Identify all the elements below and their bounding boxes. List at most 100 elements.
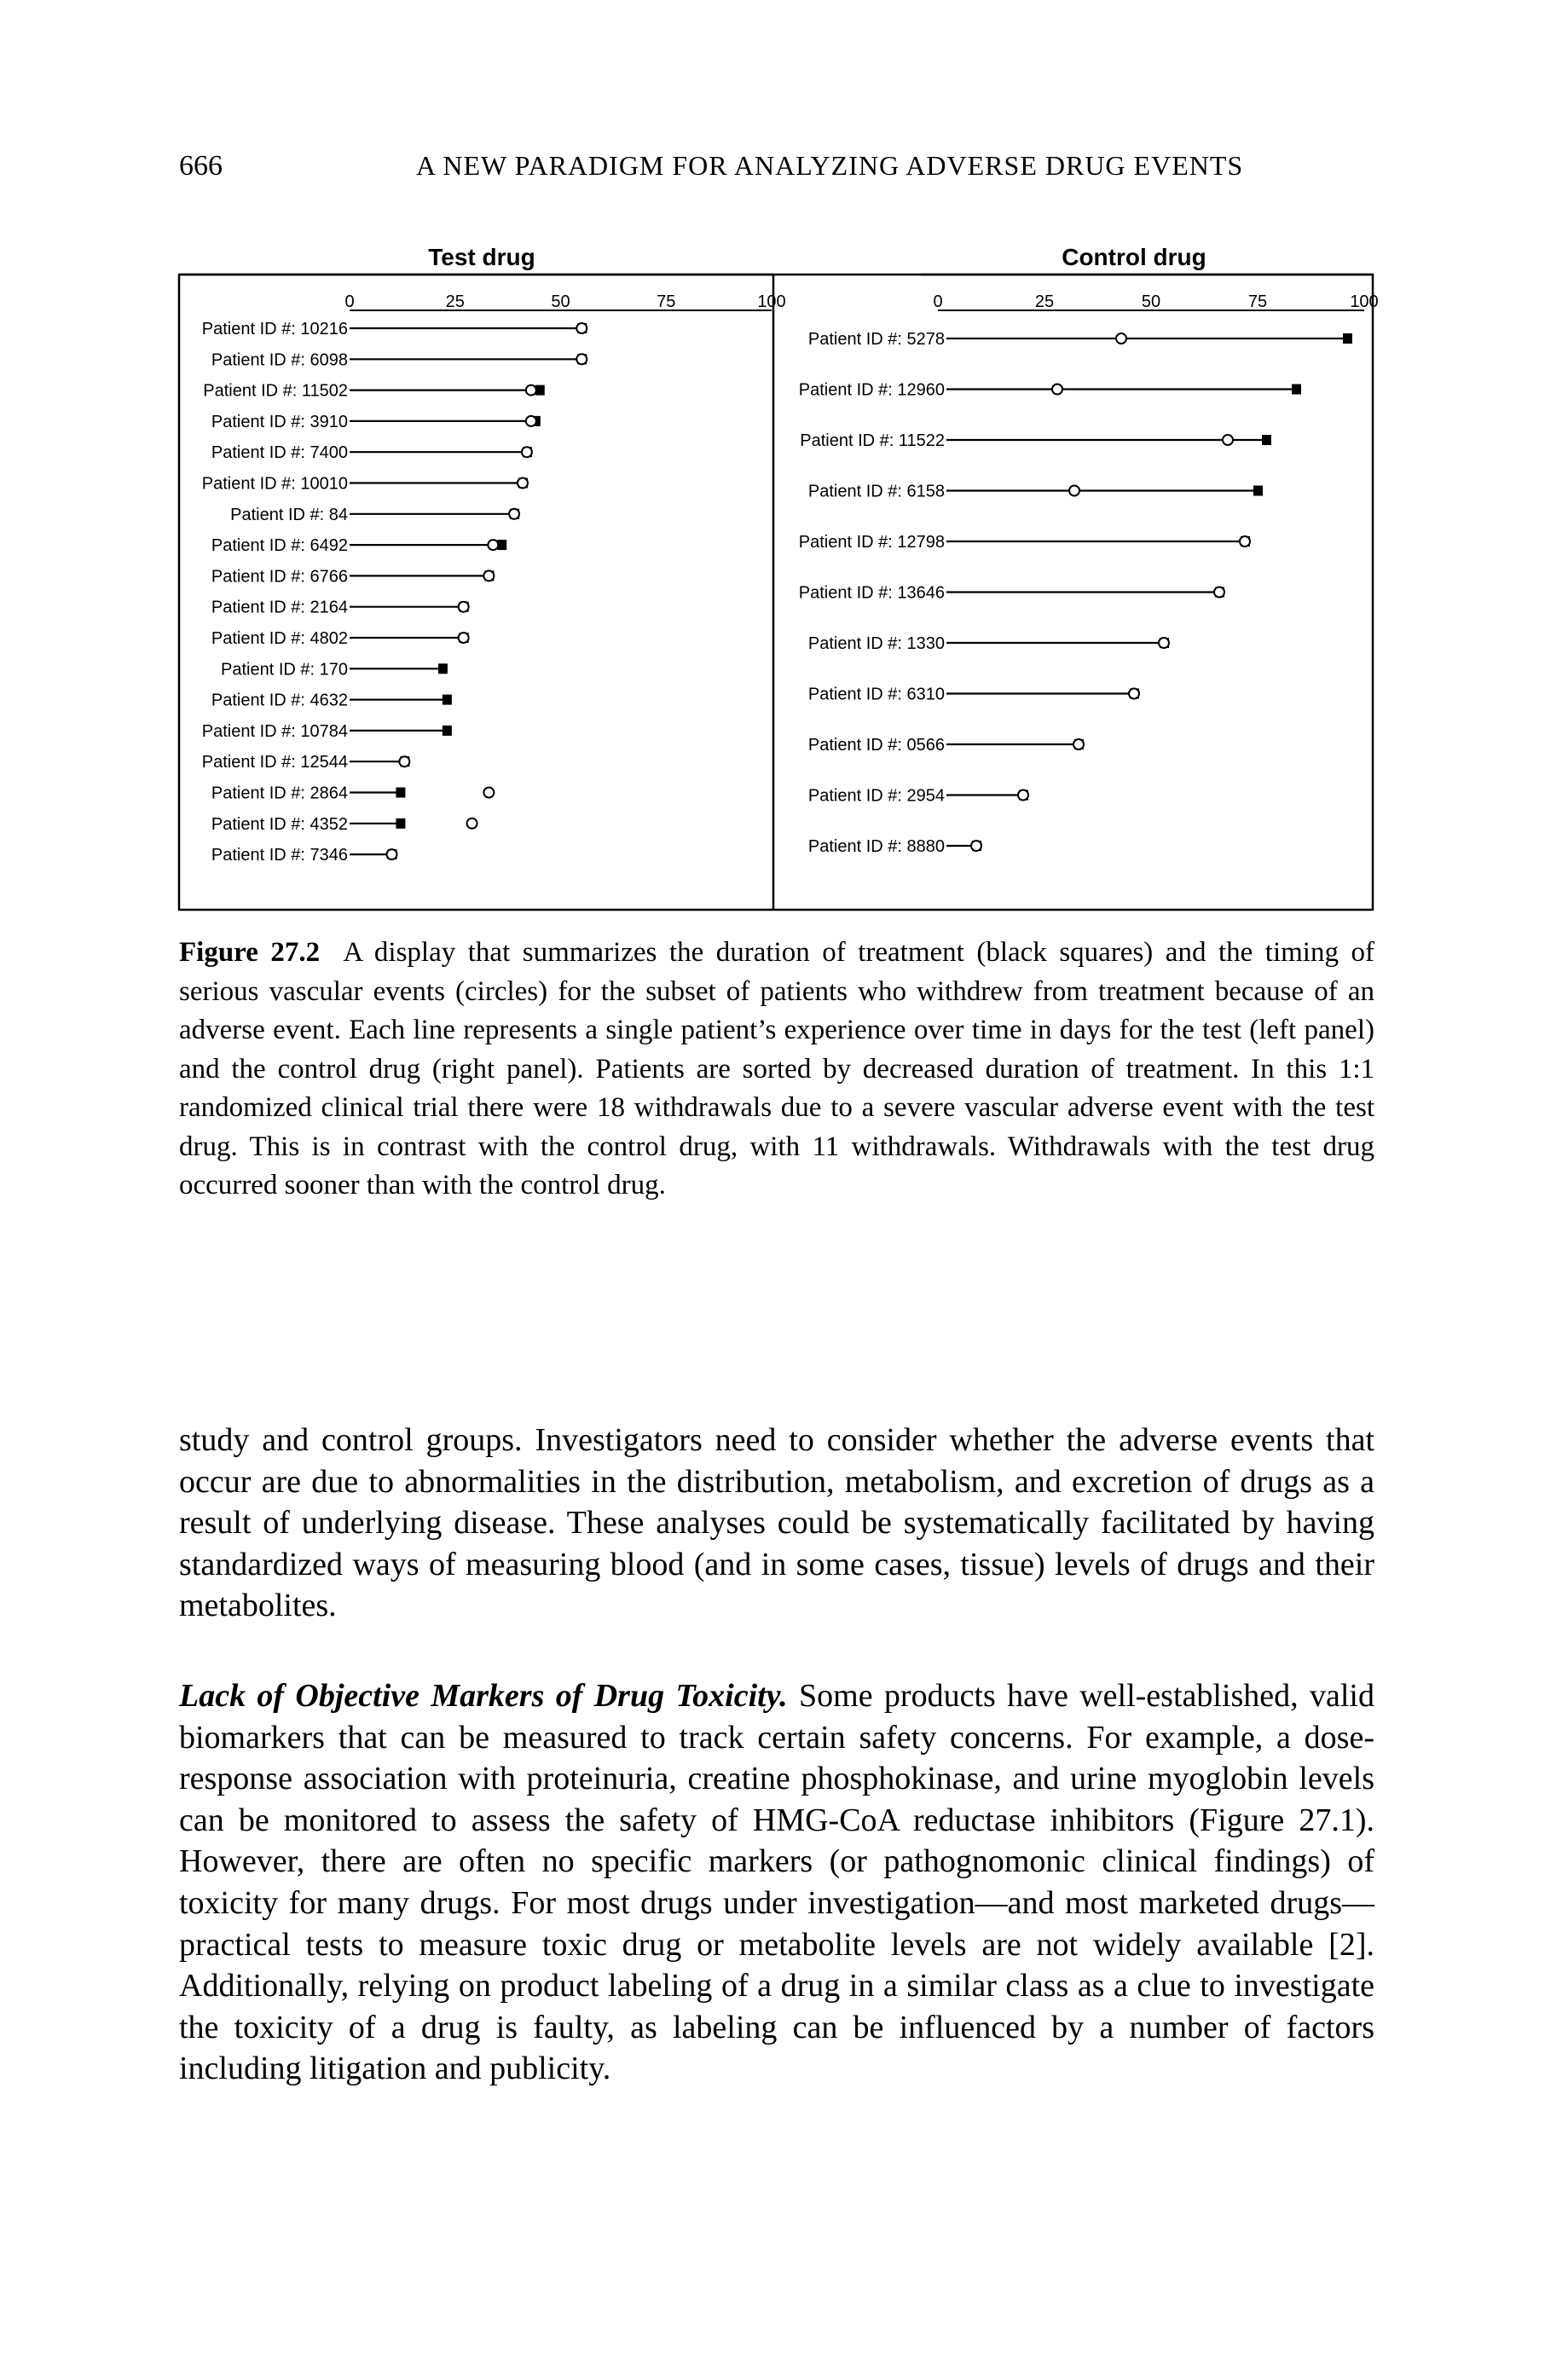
control-drug-patient-label: Patient ID #: 5278 [808,330,945,349]
test-drug-tick-label: 25 [446,292,465,311]
test-drug-panel: Test drug 0 25 50 75 100 Patient ID #: 10216… [179,244,786,865]
control-drug-patient-row: Patient ID #: 6158 [808,483,1263,501]
test-drug-end-square [535,385,545,396]
control-drug-event-circle [1128,687,1140,700]
test-drug-patient-row: Patient ID #: 2864 [211,784,495,803]
running-title: A NEW PARADIGM FOR ANALYZING ADVERSE DRU… [416,150,1244,181]
test-drug-patient-label: Patient ID #: 4632 [211,691,348,710]
test-drug-event-circle [524,384,537,396]
control-drug-patient-label: Patient ID #: 11522 [800,431,945,450]
test-drug-event-circle [385,848,398,861]
control-drug-title: Control drug [1062,244,1206,270]
test-drug-patient-row: Patient ID #: 4352 [211,815,478,834]
control-drug-patient-label: Patient ID #: 0566 [808,736,945,755]
control-drug-end-square [1253,485,1263,496]
test-drug-patient-label: Patient ID #: 10784 [202,722,348,741]
control-drug-patient-label: Patient ID #: 8880 [808,837,945,856]
test-drug-event-circle [457,632,470,644]
caption-text: A display that summarizes the duration o… [179,937,1374,1200]
figure-label: Figure 27.2 [179,937,321,968]
figure-frame [177,273,1374,911]
control-drug-event-circle [1213,586,1225,599]
control-drug-end-square [1343,333,1352,344]
test-drug-patient-label: Patient ID #: 3910 [211,413,348,431]
control-drug-event-circle [1068,484,1080,497]
test-drug-tick-label: 50 [551,292,570,311]
control-drug-patient-row: Patient ID #: 1330 [808,634,1170,653]
control-drug-event-circle [1158,637,1170,649]
test-drug-tick-label: 0 [344,292,354,311]
figure-caption: Figure 27.2 A display that summarizes th… [179,934,1374,1206]
test-drug-patient-label: Patient ID #: 170 [221,660,348,679]
control-drug-patient-label: Patient ID #: 12798 [799,533,945,552]
test-drug-patient-row: Patient ID #: 170 [221,660,448,679]
test-drug-end-square [396,818,406,829]
control-drug-tick-label: 100 [1350,292,1378,311]
test-drug-patient-label: Patient ID #: 10010 [202,475,348,494]
test-drug-end-square [437,663,448,674]
test-drug-patient-row: Patient ID #: 12544 [202,753,411,772]
test-drug-patient-label: Patient ID #: 11502 [203,382,348,401]
test-drug-event-circle [398,755,411,768]
control-drug-end-square [1262,435,1271,445]
test-drug-patient-row: Patient ID #: 2164 [211,599,470,617]
test-drug-event-circle [520,446,533,459]
control-drug-event-circle [1239,535,1251,547]
test-drug-patient-label: Patient ID #: 4352 [211,815,348,834]
control-drug-event-circle [1115,333,1127,344]
test-drug-tick-label: 75 [657,292,675,311]
test-drug-event-circle [516,477,529,489]
control-drug-tick-label: 25 [1035,292,1054,311]
body-paragraph-2-text: Some products have well-established, val… [179,1678,1374,2087]
control-drug-patient-label: Patient ID #: 12960 [799,381,945,400]
test-drug-ticks: 0 25 50 75 100 [344,292,785,311]
control-drug-patient-label: Patient ID #: 2954 [808,787,945,806]
control-drug-patient-row: Patient ID #: 2954 [808,787,1029,806]
test-drug-patient-row: Patient ID #: 4632 [211,691,452,710]
test-drug-title: Test drug [428,244,535,270]
figure-27-2: Test drug 0 25 50 75 100 Patient ID #: 10216… [177,244,1379,911]
test-drug-event-circle [508,507,521,520]
body-paragraph-2: Lack of Objective Markers of Drug Toxici… [179,1675,1374,2090]
page-header: 666 A NEW PARADIGM FOR ANALYZING ADVERSE… [179,150,1407,193]
test-drug-event-circle [487,539,500,552]
test-drug-patient-row: Patient ID #: 84 [230,506,521,524]
test-drug-patient-label: Patient ID #: 10216 [202,320,348,338]
control-drug-patient-label: Patient ID #: 6310 [808,686,945,704]
body-paragraph-1: study and control groups. Investigators … [179,1422,1374,1624]
test-drug-event-circle [466,817,478,830]
test-drug-patient-row: Patient ID #: 10784 [202,722,452,741]
test-drug-event-circle [483,786,495,799]
test-drug-patient-label: Patient ID #: 6492 [211,536,348,555]
control-drug-event-circle [970,840,982,852]
control-drug-patient-label: Patient ID #: 13646 [799,584,945,603]
control-drug-patient-row: Patient ID #: 13646 [799,584,1225,603]
test-drug-event-circle [576,322,588,334]
test-drug-patient-label: Patient ID #: 6766 [211,567,348,586]
test-drug-patient-row: Patient ID #: 7400 [211,443,533,462]
test-drug-patient-row: Patient ID #: 11502 [203,382,545,401]
control-drug-patient-row: Patient ID #: 0566 [808,736,1085,755]
test-drug-patient-row: Patient ID #: 3910 [211,413,541,431]
test-drug-end-square [442,694,452,705]
control-drug-patient-label: Patient ID #: 1330 [808,634,945,653]
test-drug-patient-label: Patient ID #: 7346 [211,846,348,865]
test-drug-end-square [497,540,507,551]
test-drug-patient-row: Patient ID #: 10216 [202,320,588,338]
test-drug-patient-row: Patient ID #: 6492 [211,536,507,555]
control-drug-event-circle [1017,789,1029,801]
test-drug-patient-row: Patient ID #: 4802 [211,629,470,648]
control-drug-tick-label: 75 [1248,292,1267,311]
test-drug-patient-label: Patient ID #: 12544 [202,753,348,772]
test-drug-patient-label: Patient ID #: 4802 [211,629,348,648]
test-drug-end-square [442,725,452,736]
control-drug-event-circle [1051,383,1063,396]
test-drug-patient-label: Patient ID #: 84 [230,506,348,524]
control-drug-patient-row: Patient ID #: 12798 [799,533,1251,552]
section-run-in-heading: Lack of Objective Markers of Drug Toxici… [179,1678,788,1714]
test-drug-tick-label: 100 [757,292,785,311]
